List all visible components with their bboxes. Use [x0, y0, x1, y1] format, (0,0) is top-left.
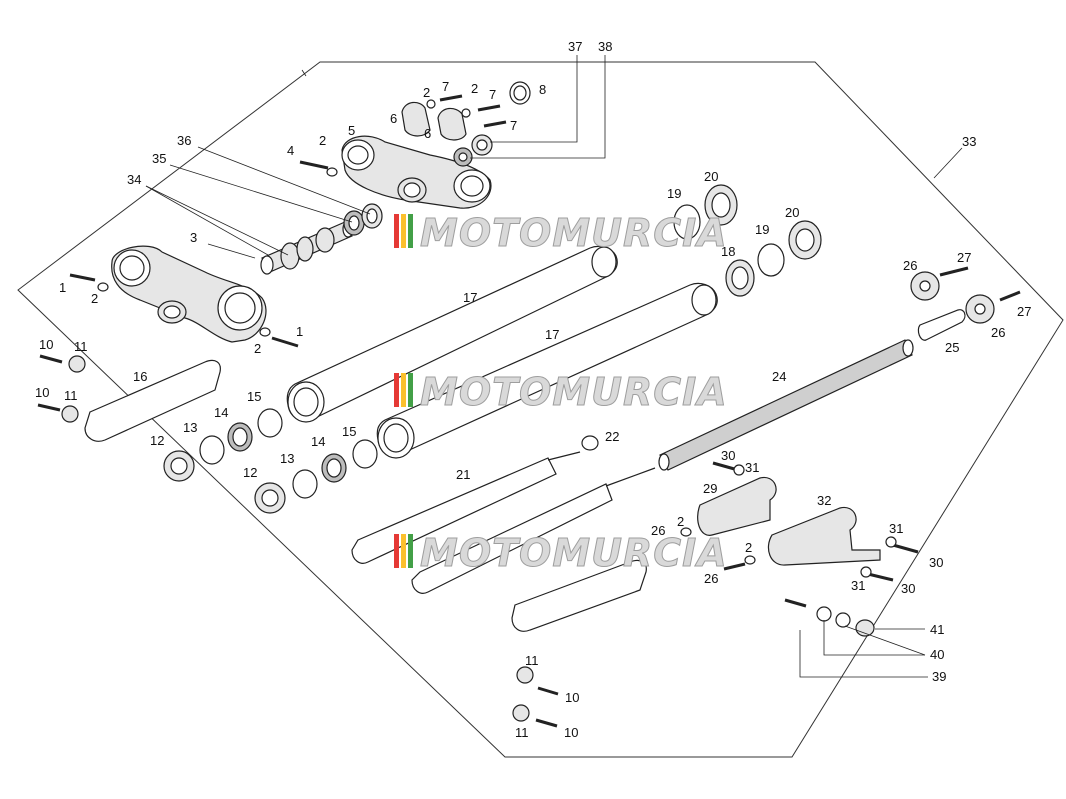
callout-c16: 16	[133, 369, 147, 384]
callout-c13a: 13	[183, 420, 197, 435]
callout-c18: 18	[721, 244, 735, 259]
callout-c36: 36	[177, 133, 191, 148]
callout-c32: 32	[817, 493, 831, 508]
callout-c26d: 26	[704, 571, 718, 586]
callout-c15b: 15	[342, 424, 356, 439]
callout-c20a: 20	[704, 169, 718, 184]
callout-c29: 29	[703, 481, 717, 496]
callout-c11c: 11	[525, 653, 539, 668]
callout-c6b: 6	[424, 126, 431, 141]
bolts-group	[37, 94, 1021, 728]
callout-c41: 41	[930, 622, 944, 637]
callout-c5: 5	[348, 123, 355, 138]
callout-c17a: 17	[463, 290, 477, 305]
callout-c1a: 1	[59, 280, 66, 295]
frame-tick	[301, 69, 307, 77]
callout-c11d: 11	[515, 725, 529, 740]
assembly-frame-33	[17, 61, 1064, 758]
svg-text:MOTOMURCIA: MOTOMURCIA	[420, 531, 728, 575]
callout-c26b: 26	[991, 325, 1005, 340]
spring-24	[658, 339, 914, 471]
axle-clamp-29	[697, 476, 777, 536]
callout-c12b: 12	[243, 465, 257, 480]
callout-c22: 22	[605, 429, 619, 444]
svg-text:MOTOMURCIA: MOTOMURCIA	[420, 211, 728, 255]
bracket-lower-center	[511, 559, 647, 632]
callout-c11b: 11	[64, 388, 78, 403]
watermark-bottom: MOTOMURCIA	[394, 531, 728, 576]
callout-c15a: 15	[247, 389, 261, 404]
bracket-16-left	[84, 359, 221, 442]
seal-kit-left	[163, 408, 283, 482]
callout-c7a: 7	[442, 79, 449, 94]
callout-c2g: 2	[745, 540, 752, 555]
callout-c7b: 7	[489, 87, 496, 102]
callout-c13b: 13	[280, 451, 294, 466]
fork-outer-tube-right	[376, 282, 718, 459]
callout-c6a: 6	[390, 111, 397, 126]
callout-c11a: 11	[74, 339, 88, 354]
callout-c7c: 7	[510, 118, 517, 133]
callout-c4: 4	[287, 143, 294, 158]
callout-c30c: 30	[901, 581, 915, 596]
callout-c26c: 26	[651, 523, 665, 538]
watermark-middle: MOTOMURCIA	[394, 370, 728, 415]
callout-c10b: 10	[35, 385, 49, 400]
callout-c27b: 27	[1017, 304, 1031, 319]
washers-group	[61, 99, 897, 722]
watermark-top: MOTOMURCIA	[394, 211, 728, 256]
callout-c8: 8	[539, 82, 546, 97]
oring-19-right	[757, 243, 785, 277]
seal-kit-right	[254, 439, 378, 514]
callout-c12a: 12	[150, 433, 164, 448]
callout-c21: 21	[456, 467, 470, 482]
oring-19-left	[673, 204, 701, 240]
callout-c25: 25	[945, 340, 959, 355]
callout-c27a: 27	[957, 250, 971, 265]
callout-c19b: 19	[755, 222, 769, 237]
callout-c14a: 14	[214, 405, 228, 420]
callout-c10c: 10	[565, 690, 579, 705]
leader-lines	[145, 55, 963, 678]
callout-c2e: 2	[254, 341, 261, 356]
callout-c31c: 31	[851, 578, 865, 593]
callout-c26a: 26	[903, 258, 917, 273]
callout-c3: 3	[190, 230, 197, 245]
callout-c2d: 2	[91, 291, 98, 306]
callout-c17b: 17	[545, 327, 559, 342]
callout-c24: 24	[772, 369, 786, 384]
callout-c31b: 31	[889, 521, 903, 536]
axle-clamp-32	[767, 506, 881, 566]
callout-labels: 37 38 8 7 7 7 2 2 6 6 5 2 4 36 35 34 3 1…	[35, 39, 1031, 740]
callout-c39: 39	[932, 669, 946, 684]
callout-c2b: 2	[471, 81, 478, 96]
callout-c2f: 2	[677, 514, 684, 529]
callout-c10a: 10	[39, 337, 53, 352]
svg-text:MOTOMURCIA: MOTOMURCIA	[420, 370, 728, 414]
callout-c37: 37	[568, 39, 582, 54]
callout-c35: 35	[152, 151, 166, 166]
callout-c19a: 19	[667, 186, 681, 201]
callout-c2c: 2	[319, 133, 326, 148]
callout-c40: 40	[930, 647, 944, 662]
handlebar-clamps	[401, 101, 467, 141]
callout-c31a: 31	[745, 460, 759, 475]
callout-c33: 33	[962, 134, 976, 149]
callout-c34: 34	[127, 172, 141, 187]
callout-c30b: 30	[929, 555, 943, 570]
spacer-25	[917, 309, 966, 341]
callout-c30a: 30	[721, 448, 735, 463]
fork-outer-tube-left	[286, 245, 618, 423]
callout-c14b: 14	[311, 434, 325, 449]
steering-stem	[260, 220, 354, 275]
upper-triple-clamp	[341, 135, 492, 209]
callout-c1b: 1	[296, 324, 303, 339]
callout-c10d: 10	[564, 725, 578, 740]
lower-triple-clamp	[111, 245, 267, 343]
callout-c20b: 20	[785, 205, 799, 220]
callout-c38: 38	[598, 39, 612, 54]
callout-c2a: 2	[423, 85, 430, 100]
